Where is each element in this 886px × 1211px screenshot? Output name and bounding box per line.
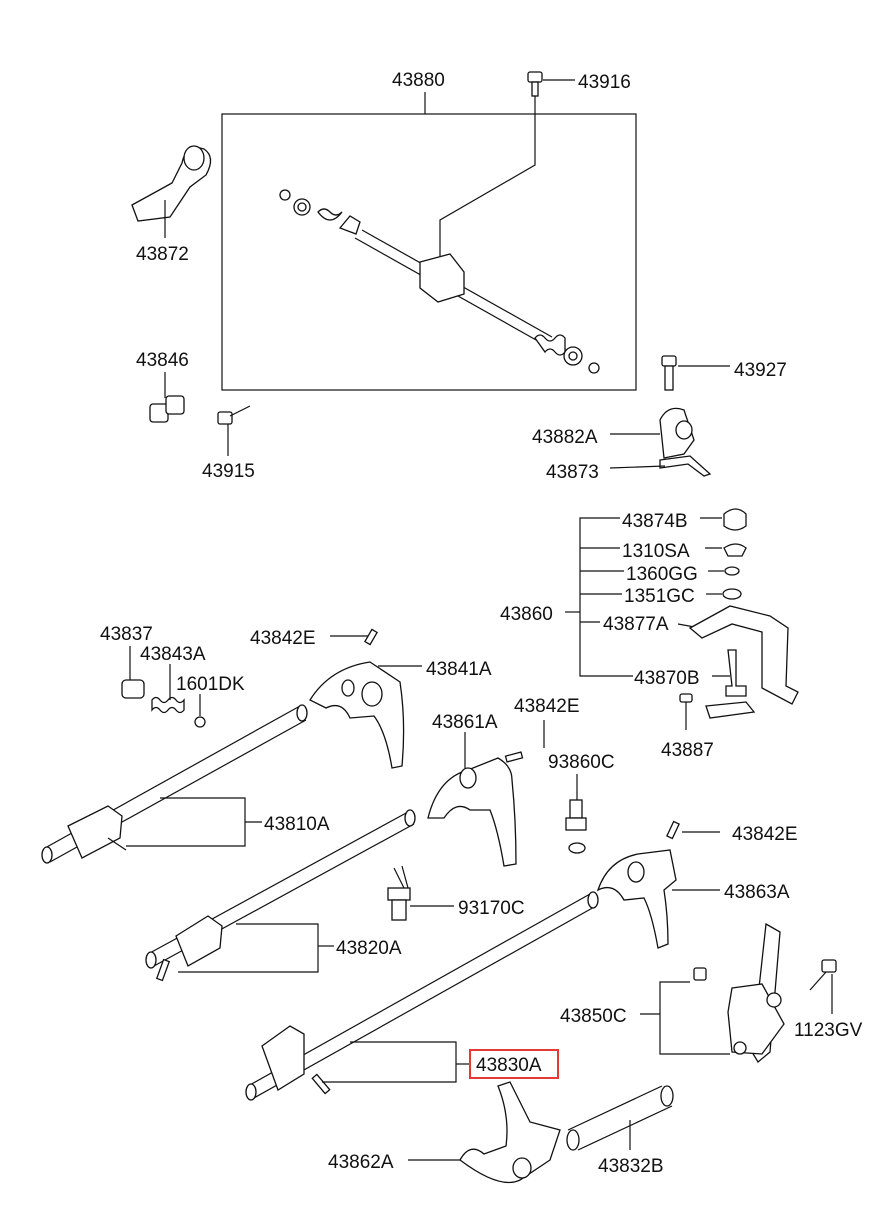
label-43832B: 43832B <box>598 1156 664 1177</box>
label-43842E-b: 43842E <box>514 696 580 717</box>
assembly-box-43880 <box>221 113 637 391</box>
control-shaft-part <box>279 189 600 374</box>
label-43820A: 43820A <box>336 938 402 959</box>
bolt-1123GV-part <box>809 959 837 991</box>
label-1310SA: 1310SA <box>622 541 690 562</box>
lever-43872-part <box>131 145 212 222</box>
plate-43877A-part <box>688 605 799 705</box>
pin-43842E-a <box>364 628 378 646</box>
label-43837: 43837 <box>100 624 153 645</box>
label-43872: 43872 <box>136 244 189 265</box>
label-43927: 43927 <box>734 360 787 381</box>
label-43846: 43846 <box>136 350 189 371</box>
fork-43841A-part <box>309 661 405 769</box>
label-1601DK: 1601DK <box>176 674 245 695</box>
label-43861A: 43861A <box>432 712 498 733</box>
plug-43846-part <box>149 395 185 423</box>
plug-43837-part <box>121 679 145 699</box>
bracket-43820A <box>178 923 319 973</box>
label-43810A: 43810A <box>264 814 330 835</box>
rod-43832B-part <box>566 1085 674 1151</box>
stud-43870B-part <box>705 649 756 719</box>
fork-43863A-part <box>596 849 677 949</box>
shaft-43820A-part <box>145 809 416 982</box>
label-43887: 43887 <box>661 740 714 761</box>
shaft-43830A-part <box>245 891 599 1101</box>
label-93860C: 93860C <box>548 752 615 773</box>
label-43843A: 43843A <box>140 644 206 665</box>
highlight-box-43830A <box>469 1049 559 1079</box>
bracket-43810A <box>126 797 246 847</box>
label-43841A: 43841A <box>426 659 492 680</box>
label-43877A: 43877A <box>603 614 669 635</box>
spring-43843A-part <box>151 696 185 714</box>
pin-43842E-b <box>504 751 524 763</box>
label-43880: 43880 <box>392 70 445 91</box>
label-43842E-c: 43842E <box>732 824 798 845</box>
plate-43850C-part <box>693 922 785 1063</box>
label-43862A: 43862A <box>328 1152 394 1173</box>
bracket-43882A-part <box>659 407 712 477</box>
label-1360GG: 1360GG <box>626 564 698 585</box>
bracket-43850C <box>659 981 730 1055</box>
label-93170C: 93170C <box>458 898 525 919</box>
label-43830A[interactable]: 43830A <box>476 1055 542 1076</box>
switch-93860C-part <box>565 799 587 854</box>
label-1123GV: 1123GV <box>794 1020 863 1041</box>
label-43915: 43915 <box>202 461 255 482</box>
label-43870B: 43870B <box>634 668 700 689</box>
bracket-43860 <box>579 517 633 677</box>
label-43863A: 43863A <box>724 882 790 903</box>
bolt-43887-part <box>679 693 693 730</box>
bolt-43927-part <box>661 355 677 391</box>
bolt-43916-part <box>527 71 543 97</box>
bracket-43830A <box>322 1041 457 1083</box>
bolt-43915-part <box>217 405 251 425</box>
label-43916: 43916 <box>578 72 631 93</box>
fork-43861A-part <box>427 757 517 867</box>
label-43850C: 43850C <box>560 1006 627 1027</box>
label-43860: 43860 <box>500 604 553 625</box>
label-1351GC: 1351GC <box>624 586 695 607</box>
leader-43916-down <box>439 96 536 262</box>
sensor-93170C-part <box>387 865 411 921</box>
fork-43862A-part <box>459 1081 561 1184</box>
pin-43842E-c <box>666 820 680 840</box>
label-43842E-a: 43842E <box>250 628 316 649</box>
shaft-43810A-part <box>41 704 308 864</box>
ball-1601DK-part <box>194 716 206 728</box>
label-43882A: 43882A <box>532 427 598 448</box>
label-43873: 43873 <box>546 462 599 483</box>
stack-43874B-1351GC-part <box>722 508 747 600</box>
label-43874B: 43874B <box>622 511 688 532</box>
leader-43873 <box>609 465 666 469</box>
